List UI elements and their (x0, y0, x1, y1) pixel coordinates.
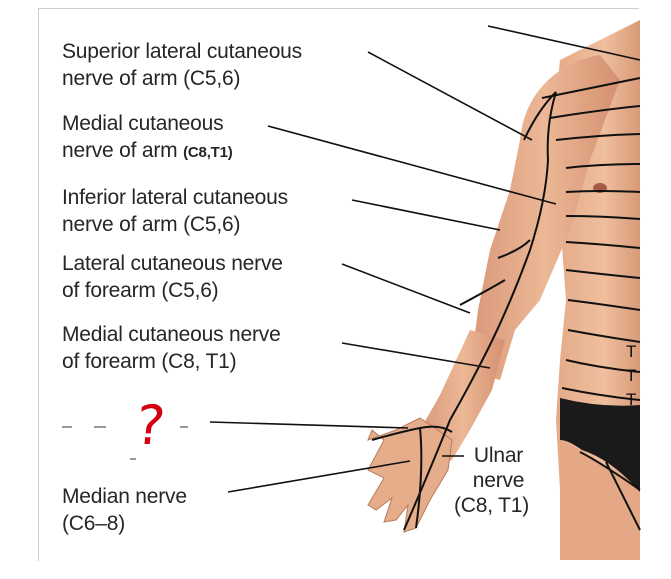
label-inferior-lateral-cutaneous: Inferior lateral cutaneous nerve of arm … (62, 184, 288, 238)
label-line: of forearm (C5,6) (62, 279, 219, 302)
erased-label-marks (62, 426, 188, 460)
swimwear (560, 398, 640, 492)
label-line: nerve (472, 469, 525, 492)
label-medial-cutaneous-forearm: Medial cutaneous nerve of forearm (C8, T… (62, 321, 281, 375)
leader-top (487, 25, 641, 61)
label-line: Medial cutaneous (62, 112, 224, 135)
thoracic-level: T (626, 366, 637, 385)
label-segments-handwritten: (C8,T1) (183, 144, 233, 161)
leader-lateral-forearm (341, 263, 471, 314)
leader-lines (209, 25, 641, 493)
nerve-boundaries (371, 91, 557, 531)
leader-medial-forearm (341, 342, 491, 369)
figure-frame (38, 8, 639, 561)
label-line: nerve of arm (C8,T1) (62, 137, 233, 166)
label-line: of forearm (C8, T1) (62, 350, 237, 373)
label-line: Superior lateral cutaneous (62, 40, 302, 63)
label-lateral-cutaneous-forearm: Lateral cutaneous nerve of forearm (C5,6… (62, 250, 283, 304)
leader-inferior-lateral (351, 199, 501, 231)
label-ulnar-nerve: Ulnar nerve (C8, T1) (454, 443, 529, 518)
label-line: (C8, T1) (454, 494, 530, 517)
leader-median (227, 460, 411, 493)
leader-superior-lateral (367, 51, 533, 141)
thoracic-level: T (626, 390, 637, 409)
dermatome-bands (541, 77, 641, 531)
label-line: nerve of arm (C5,6) (62, 67, 241, 90)
label-line: nerve of arm (C5,6) (62, 213, 241, 236)
label-median-nerve: Median nerve (C6–8) (62, 483, 187, 537)
label-text: nerve of arm (62, 139, 178, 162)
label-line: Lateral cutaneous nerve (62, 252, 283, 275)
label-line: (C6–8) (62, 512, 125, 535)
upper-arm (470, 55, 620, 380)
thoracic-level-labels: T T T (626, 340, 636, 412)
label-line: Ulnar (473, 444, 524, 467)
label-line: Median nerve (62, 485, 187, 508)
leader-medial-arm (267, 125, 557, 205)
thoracic-level: T (626, 342, 637, 361)
label-medial-cutaneous-arm: Medial cutaneous nerve of arm (C8,T1) (62, 110, 233, 166)
label-line: Medial cutaneous nerve (62, 323, 281, 346)
leader-unlabeled (209, 421, 409, 429)
label-line: Inferior lateral cutaneous (62, 186, 288, 209)
label-superior-lateral-cutaneous: Superior lateral cutaneous nerve of arm … (62, 38, 302, 92)
hand (367, 417, 453, 533)
thigh (560, 440, 640, 560)
